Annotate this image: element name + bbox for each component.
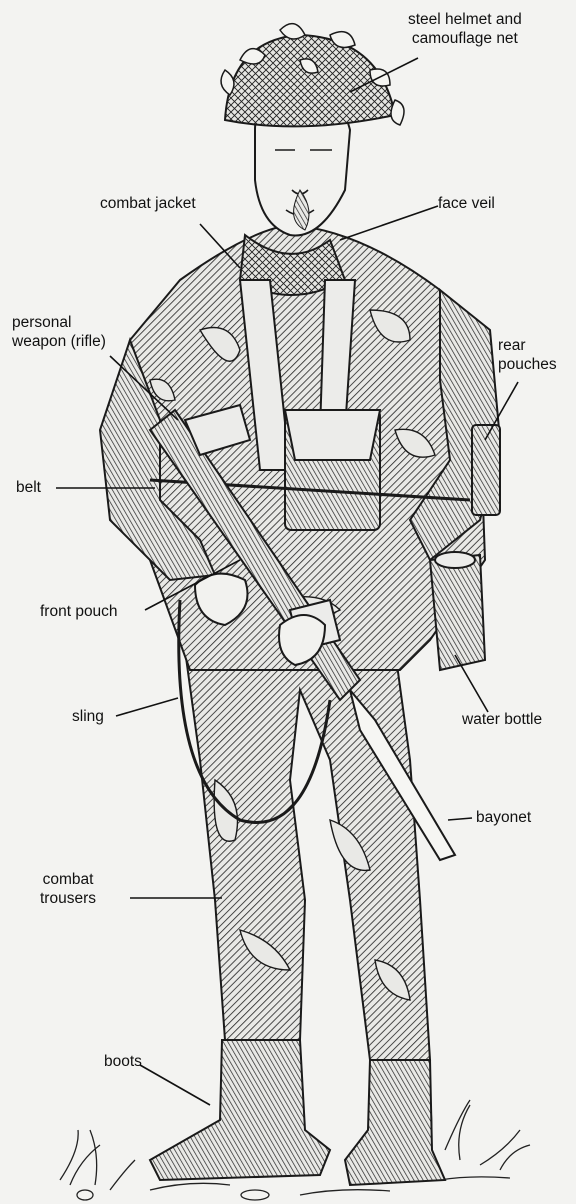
label-combat-jacket: combat jacket <box>100 194 196 213</box>
label-helmet: steel helmet and camouflage net <box>408 10 522 48</box>
label-personal-weapon-line1: personal <box>12 314 71 331</box>
leader-bayonet <box>448 818 472 820</box>
label-personal-weapon-line2: weapon (rifle) <box>12 333 106 350</box>
label-combat-trousers-line2: trousers <box>40 890 96 907</box>
label-rear-pouches-line2: pouches <box>498 356 557 373</box>
combat-trousers-drawing <box>185 650 430 1060</box>
label-helmet-line2: camouflage net <box>412 30 518 47</box>
label-combat-trousers: combat trousers <box>40 870 96 908</box>
label-face-veil: face veil <box>438 194 495 213</box>
label-helmet-line1: steel helmet and <box>408 11 522 28</box>
leader-sling <box>116 698 178 716</box>
label-front-pouch: front pouch <box>40 602 118 621</box>
label-rear-pouches: rear pouches <box>498 336 557 374</box>
label-boots: boots <box>104 1052 142 1071</box>
leader-boots <box>140 1065 210 1105</box>
label-water-bottle: water bottle <box>462 710 542 729</box>
boots-drawing <box>150 1040 445 1185</box>
leader-face-veil <box>340 206 438 240</box>
label-sling: sling <box>72 707 104 726</box>
helmet-drawing <box>221 24 404 127</box>
label-combat-trousers-line1: combat <box>43 871 94 888</box>
label-rear-pouches-line1: rear <box>498 337 526 354</box>
label-bayonet: bayonet <box>476 808 531 827</box>
label-personal-weapon: personal weapon (rifle) <box>12 313 106 351</box>
label-belt: belt <box>16 478 41 497</box>
